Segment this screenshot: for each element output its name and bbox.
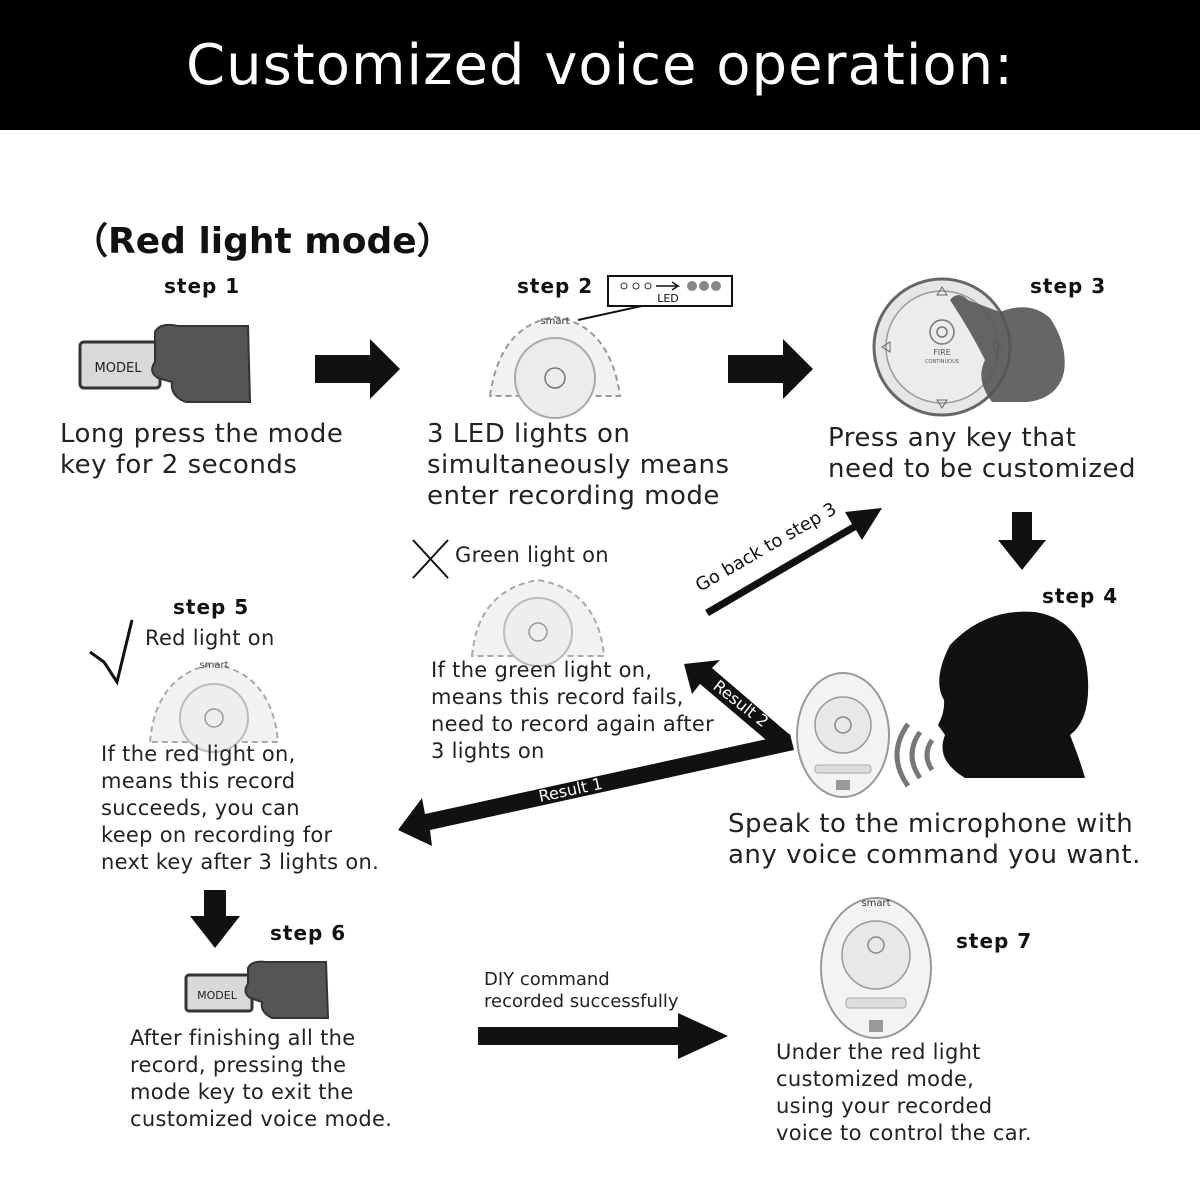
arrow-go-back: Go back to step 3: [692, 499, 882, 616]
remote-step3: FIRE CONTINUOUS: [872, 277, 1065, 417]
step7-text: Under the red light customized mode, usi…: [776, 1040, 1032, 1145]
arrow-step5-step6: [190, 890, 240, 948]
step4-label: step 4: [1042, 584, 1119, 608]
step6-text: After finishing all the record, pressing…: [130, 1026, 393, 1131]
led-label: LED: [657, 292, 679, 305]
step7-label: step 7: [956, 929, 1033, 953]
arrow-step2-step3: [728, 339, 813, 399]
arrow-step3-step4: [998, 512, 1046, 570]
arrow-step1-step2: [315, 339, 400, 399]
led-indicator: LED: [607, 275, 733, 307]
remote-fail: [470, 578, 606, 667]
step4-text: Speak to the microphone with any voice c…: [728, 809, 1141, 871]
title-banner: Customized voice operation:: [0, 0, 1200, 130]
step5-status: Red light on: [145, 626, 275, 650]
fail-status: Green light on: [455, 543, 609, 567]
cross-icon: [412, 539, 449, 579]
step5-text: If the red light on, means this record s…: [101, 742, 380, 874]
head-silhouette-icon: [938, 611, 1089, 778]
svg-text:smart: smart: [861, 898, 890, 909]
step1-text: Long press the mode key for 2 seconds: [60, 419, 344, 481]
step3-text: Press any key that need to be customized: [828, 423, 1136, 485]
sound-waves-icon: [894, 722, 935, 788]
step1-label: step 1: [164, 274, 241, 298]
result2-label: Result 2: [710, 676, 773, 731]
page-title: Customized voice operation:: [185, 32, 1015, 98]
remote-step7: smart: [820, 897, 932, 1039]
svg-text:smart: smart: [540, 316, 569, 327]
remote-step2: smart: [488, 301, 661, 419]
model-key-hand-6: MODEL: [184, 960, 330, 1019]
model-key-hand-1: MODEL: [78, 323, 252, 403]
step6-label: step 6: [270, 921, 347, 945]
step2-label: step 2: [517, 274, 594, 298]
mode-title: （Red light mode）: [72, 221, 453, 262]
diy-label: DIY command recorded successfully: [484, 969, 679, 1012]
arrow-diy: [478, 1013, 728, 1059]
remote-step4: [796, 672, 890, 798]
step3-label: step 3: [1030, 274, 1107, 298]
svg-text:smart: smart: [199, 660, 228, 671]
step2-text: 3 LED lights on simultaneously means ent…: [427, 419, 730, 512]
result1-label: Result 1: [537, 774, 604, 806]
model-key-label: MODEL: [95, 361, 143, 376]
svg-text:CONTINUOUS: CONTINUOUS: [925, 359, 959, 365]
step5-label: step 5: [173, 595, 250, 619]
svg-text:FIRE: FIRE: [933, 348, 951, 357]
model-key-label-6: MODEL: [197, 989, 238, 1002]
fail-text: If the green light on, means this record…: [431, 658, 715, 763]
remote-step5: smart: [148, 660, 280, 753]
check-icon: [89, 619, 134, 686]
